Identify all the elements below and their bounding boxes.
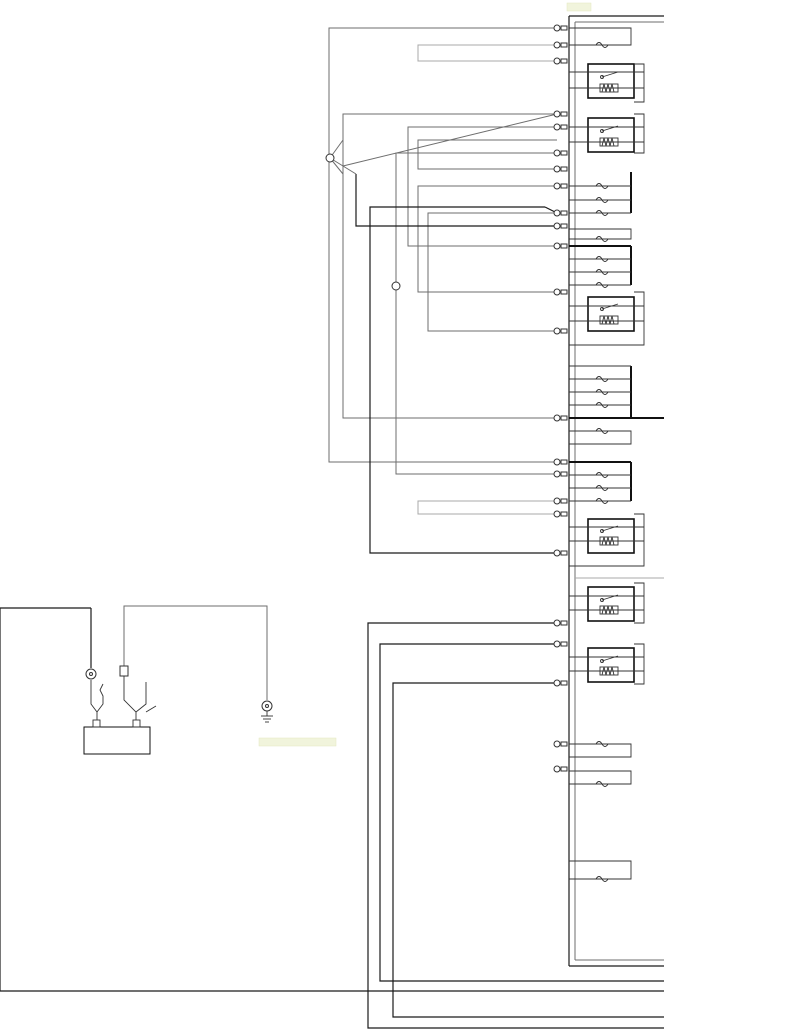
ground-label-tag: [258, 737, 337, 747]
fuse: [569, 741, 632, 758]
fuse: [569, 27, 632, 48]
connector-terminal: [553, 458, 568, 466]
junction-connector: [391, 281, 401, 291]
connector-terminal: [553, 165, 568, 173]
connector-terminal: [553, 640, 568, 648]
relay: [569, 113, 645, 154]
connector-terminal: [553, 222, 568, 230]
connector-terminal: [553, 149, 568, 157]
connector-terminal: [553, 470, 568, 478]
fuse-box-bus: [568, 15, 664, 967]
junction-connector: [325, 153, 335, 163]
battery: [83, 680, 157, 755]
relays: [569, 63, 645, 685]
connector-terminal: [553, 209, 568, 217]
ground-symbol: [261, 700, 273, 723]
connector-terminal: [553, 497, 568, 505]
connector-terminal: [553, 110, 568, 118]
bus-connectors: [553, 24, 568, 773]
connector-terminal: [553, 288, 568, 296]
connector-terminal: [553, 24, 568, 32]
top-label-tag: [566, 2, 592, 12]
fuse-group: [569, 245, 632, 288]
connector-terminal: [553, 123, 568, 131]
fuse: [569, 860, 632, 882]
connector-terminal: [553, 740, 568, 748]
connector-terminal: [553, 679, 568, 687]
connector-terminal: [553, 242, 568, 250]
relay: [569, 582, 645, 624]
fuse-group: [569, 461, 632, 504]
connector-terminal: [553, 765, 568, 773]
relay: [569, 513, 645, 567]
fusible-link-connector: [119, 665, 129, 680]
connector-terminal: [553, 327, 568, 335]
fuse: [569, 428, 632, 445]
harness-wires: [328, 27, 558, 554]
relay: [569, 63, 645, 103]
fuse: [569, 228, 632, 242]
fuse-group: [569, 172, 632, 216]
fuse-group: [569, 365, 664, 419]
connector-terminal: [553, 414, 568, 422]
connector-terminal: [553, 182, 568, 190]
relay: [569, 643, 645, 685]
lower-harness-wires: [0, 605, 664, 1029]
connector-terminal: [553, 619, 568, 627]
connector-terminal: [553, 57, 568, 65]
fuses: [569, 27, 664, 882]
fuse: [569, 770, 632, 787]
connector-terminal: [553, 549, 568, 557]
connector-terminal: [553, 510, 568, 518]
connector-terminal: [553, 41, 568, 49]
battery-terminal-connector: [85, 668, 97, 680]
relay: [569, 291, 645, 346]
